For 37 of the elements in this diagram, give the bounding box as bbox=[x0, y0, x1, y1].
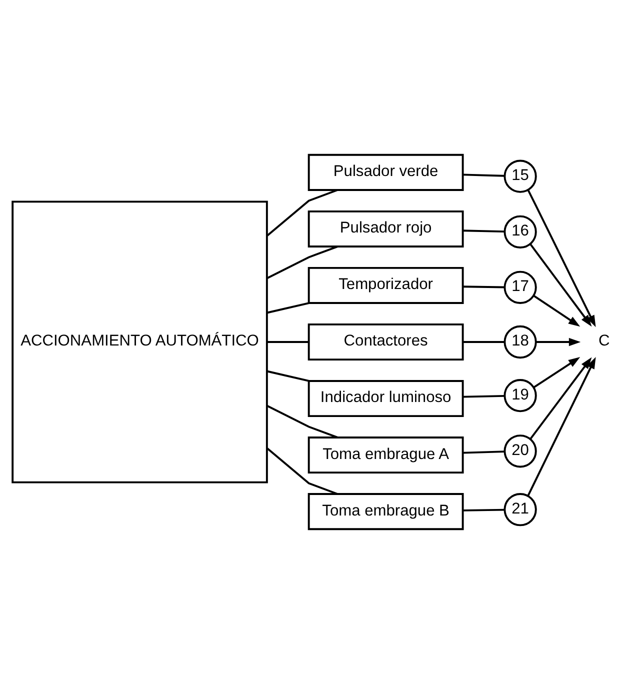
arrow bbox=[530, 357, 592, 440]
node-box: Temporizador bbox=[308, 266, 464, 304]
node-box: Toma embrague B bbox=[308, 493, 464, 530]
connector bbox=[463, 450, 505, 454]
connector bbox=[463, 394, 505, 398]
node-circle: 21 bbox=[504, 493, 537, 526]
node-box: Indicador luminoso bbox=[308, 380, 464, 418]
node-circle: 16 bbox=[504, 215, 537, 248]
node-circle: 17 bbox=[504, 270, 537, 304]
connector bbox=[266, 404, 338, 438]
connector bbox=[267, 341, 309, 343]
arrow bbox=[533, 357, 580, 388]
connector bbox=[463, 230, 505, 233]
connector bbox=[266, 246, 338, 280]
connector bbox=[266, 448, 338, 495]
arrow bbox=[527, 190, 596, 328]
node-circle: 15 bbox=[504, 160, 537, 193]
connector bbox=[266, 189, 338, 236]
arrow bbox=[536, 338, 581, 346]
connector bbox=[463, 286, 505, 288]
node-box: Pulsador rojo bbox=[308, 210, 464, 248]
arrow bbox=[530, 244, 592, 327]
connector bbox=[463, 174, 505, 177]
node-circle: 19 bbox=[504, 379, 537, 412]
node-box: Pulsador verde bbox=[308, 154, 464, 191]
node-box: Toma embrague A bbox=[308, 436, 464, 474]
node-box: Contactores bbox=[308, 323, 464, 361]
node-text: C bbox=[598, 332, 610, 350]
connector bbox=[266, 370, 310, 382]
node-box: ACCIONAMIENTO AUTOMÁTICO bbox=[12, 200, 268, 484]
node-circle: 18 bbox=[504, 325, 537, 359]
arrow bbox=[527, 356, 596, 496]
arrow bbox=[533, 294, 580, 327]
connector bbox=[463, 341, 505, 343]
node-circle: 20 bbox=[504, 434, 537, 468]
connector bbox=[463, 508, 505, 512]
connector bbox=[266, 302, 310, 314]
